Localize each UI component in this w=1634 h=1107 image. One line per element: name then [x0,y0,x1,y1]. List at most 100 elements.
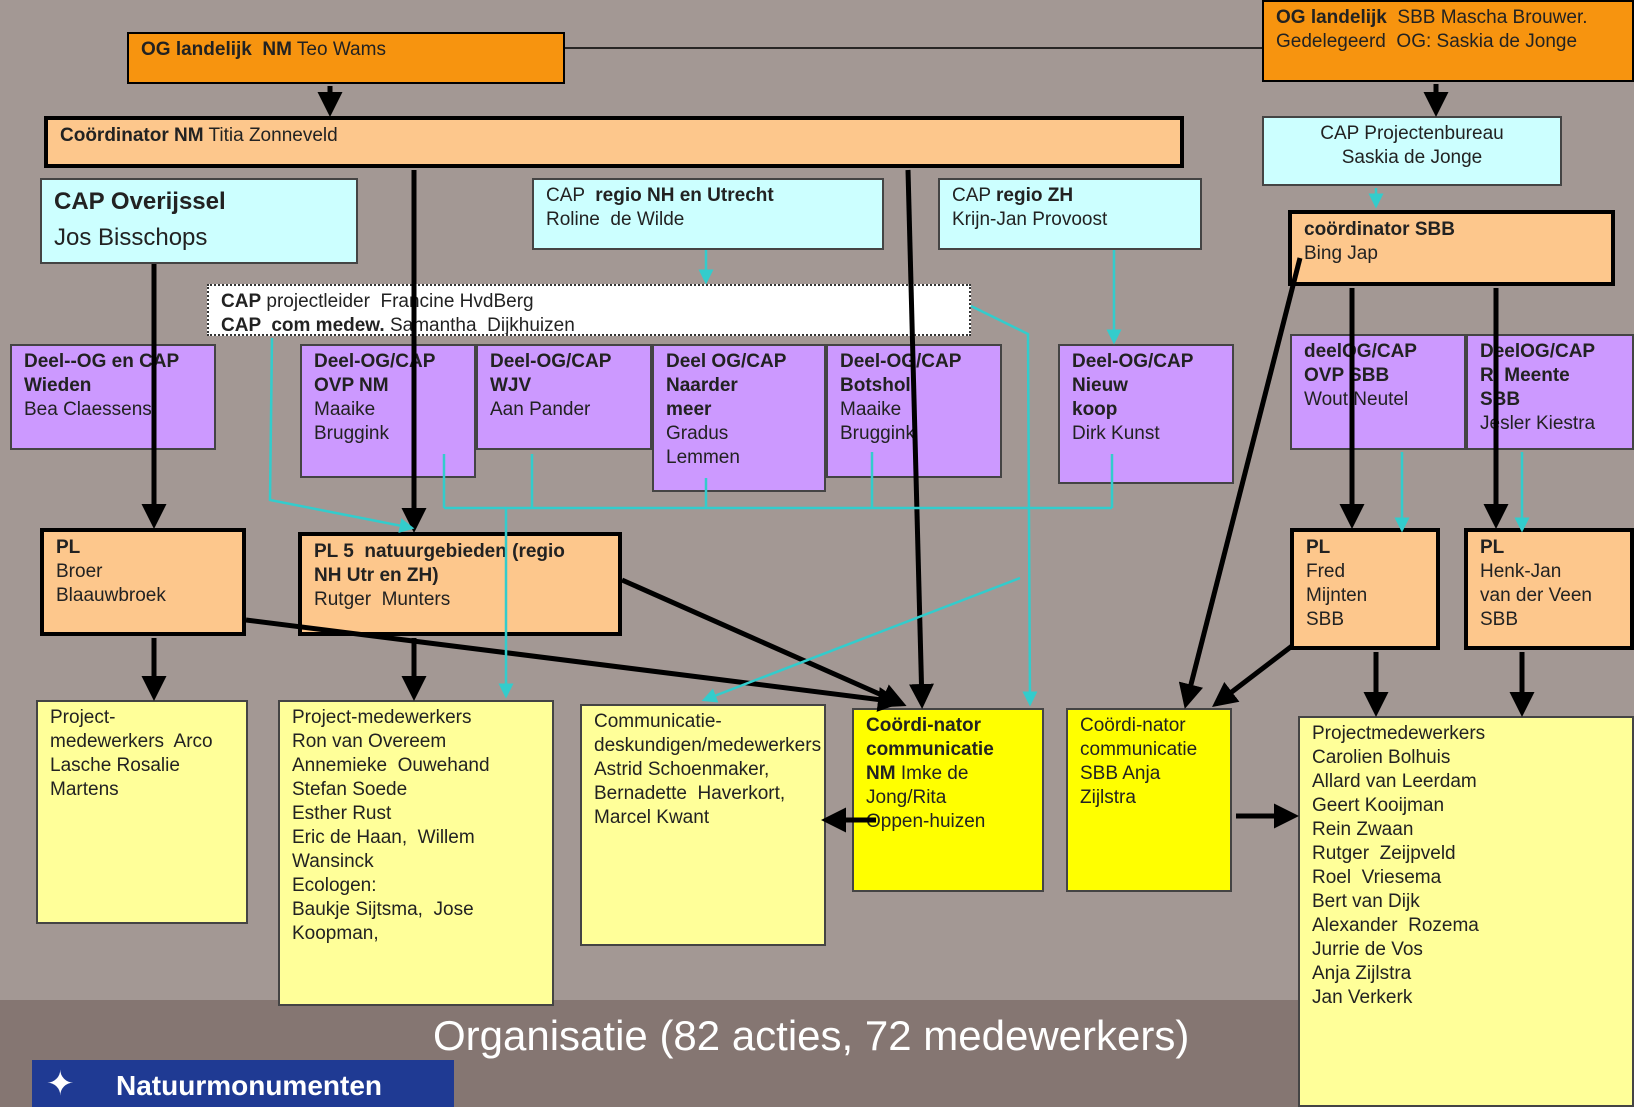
box-line: Deel-OG/CAP [840,350,988,374]
bold-text: WJV [490,375,532,396]
bird-icon: ✦ [46,1065,75,1103]
plain-text: Anja Zijlstra [1312,963,1412,984]
bold-text: Coördinator NM [60,125,204,146]
plain-text: Martens [50,779,119,800]
plain-text: Aan Pander [490,399,591,420]
plain-text: SBB [1480,609,1519,630]
box-line: CAP projectleider Francine HvdBerg [221,290,957,314]
box-line: koop [1072,398,1220,422]
plain-text: Astrid Schoenmaker, Bernadette Haverkort… [594,759,786,804]
bold-text: CAP Overijssel [54,188,226,215]
plain-text: Gradus [666,423,729,444]
bold-text: regio NH en Utrecht [595,185,774,206]
plain-text: Maaike [840,399,902,420]
plain-text: Teo Wams [291,39,386,60]
box-line: Project-medewerkers [292,706,540,730]
plain-text: Stefan Soede [292,779,408,800]
box-line: Project- [50,706,234,730]
plain-text: CAP [546,185,596,206]
plain-text: Rutger Munters [314,589,451,610]
bold-text: coördinator SBB [1304,219,1455,240]
box-line: Coördi-nator [1080,714,1218,738]
box-line: Coördinator NM Titia Zonneveld [60,124,1168,148]
box-line: Nieuw [1072,374,1220,398]
plain-text: Jurrie de Vos [1312,939,1423,960]
plain-text: Krijn-Jan Provoost [952,209,1108,230]
plain-text: Zijlstra [1080,787,1136,808]
bold-text: DeelOG/CAP [1480,341,1596,362]
box-line: Allard van Leerdam [1312,770,1620,794]
bold-text: communicatie [866,739,994,760]
plain-text: Gedelegeerd OG: Saskia de Jonge [1276,31,1578,52]
bold-text: R. Meente [1480,365,1570,386]
plain-text: Mijnten [1306,585,1368,606]
box-line: Maaike [314,398,462,422]
plain-text: Broer [56,561,103,582]
box-line: Saskia de Jonge [1276,146,1548,170]
box-line: Projectmedewerkers [1312,722,1620,746]
slide-title: Organisatie (82 acties, 72 medewerkers) [433,1012,1190,1059]
plain-text: Jos Bisschops [54,224,208,251]
box-line: PL [1306,536,1424,560]
bold-text: Deel-OG/CAP [1072,351,1194,372]
box-line: Marcel Kwant [594,806,812,830]
box-line: Deel-OG/CAP [1072,350,1220,374]
box-line: SBB Anja [1080,762,1218,786]
box-line: Bert van Dijk [1312,890,1620,914]
bold-text: Nieuw [1072,375,1128,396]
connector-pl5-comm [620,577,907,708]
plain-text: Geert Kooijman [1312,795,1445,816]
box-line: Lasche Rosalie [50,754,234,778]
bold-text: PL [1306,537,1331,558]
plain-text: Blaauwbroek [56,585,166,606]
box-line: Roline de Wilde [546,208,870,232]
plain-text: Fred [1306,561,1346,582]
box-og-sbb: OG landelijk SBB Mascha Brouwer.Gedelege… [1262,0,1634,82]
box-line: Mijnten [1306,584,1424,608]
bold-text: CAP com medew. [221,315,385,336]
plain-text: Lemmen [666,447,740,468]
plain-text: Jong/Rita [866,787,947,808]
box-line: Gedelegeerd OG: Saskia de Jonge [1276,30,1620,54]
box-line: Naarder [666,374,812,398]
plain-text: Dirk Kunst [1072,423,1160,444]
plain-text: communicatie [1080,739,1198,760]
box-line: Stefan Soede [292,778,540,802]
box-line: CAP Overijssel [54,184,344,220]
box-line: Bruggink [314,422,462,446]
plain-text: Coördi-nator [1080,715,1186,736]
box-line: SBB [1306,608,1424,632]
plain-text: Saskia de Jonge [1341,147,1483,168]
bold-text: Botshol [840,375,911,396]
plain-text: Henk-Jan [1480,561,1562,582]
plain-text: Annemieke Ouwehand [292,755,490,776]
box-line: Jong/Rita [866,786,1030,810]
plain-text: SBB [1306,609,1345,630]
box-line: Jesler Kiestra [1480,412,1620,436]
box-line: Annemieke Ouwehand [292,754,540,778]
box-line: OG landelijk NM Teo Wams [141,38,551,62]
bold-text: OG landelijk NM [141,39,292,60]
natuurmonumenten-logo: ✦ Natuurmonumenten [32,1060,454,1107]
bold-text: koop [1072,399,1118,420]
box-line: PL 5 natuurgebieden (regio [314,540,606,564]
box-line: Wout Neutel [1304,388,1452,412]
bold-text: Deel OG/CAP [666,351,787,372]
plain-text: Marcel Kwant [594,807,710,828]
